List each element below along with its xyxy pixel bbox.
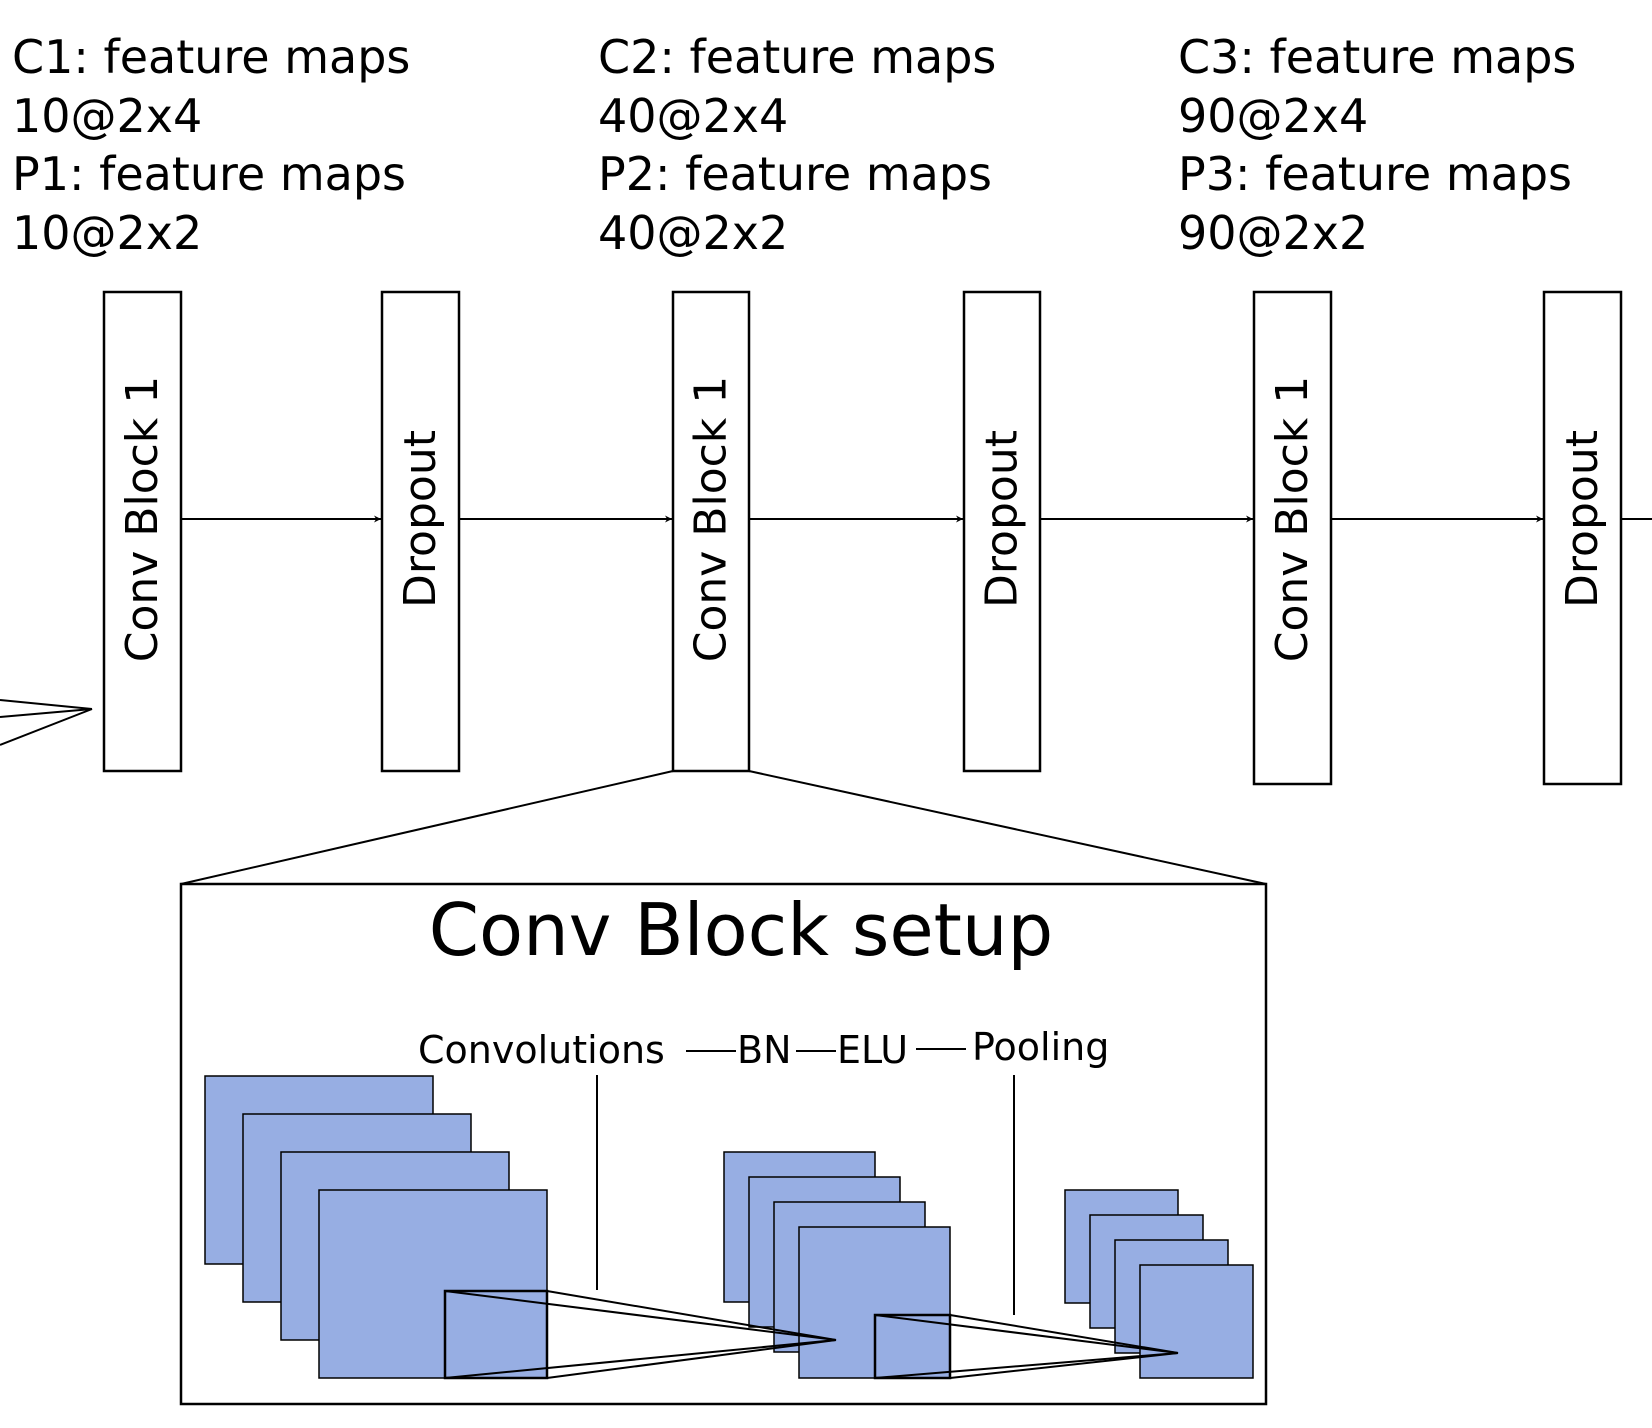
p1-value: 10@2x2 <box>12 206 202 260</box>
setup-title: Conv Block setup <box>429 888 1053 972</box>
block-4: Dropout <box>962 290 1042 773</box>
block-3-label: Conv Block 1 <box>686 376 737 663</box>
p3-value: 90@2x2 <box>1178 206 1368 260</box>
block-6: Dropout <box>1542 290 1623 786</box>
label-pooling: Pooling <box>972 1025 1109 1069</box>
c1-value: 10@2x4 <box>12 89 202 143</box>
block-5-label: Conv Block 1 <box>1267 376 1318 663</box>
c2-value: 40@2x4 <box>598 89 788 143</box>
c2-label: C2: feature maps <box>598 30 996 84</box>
conv-output-feature-maps <box>723 1151 951 1379</box>
block-1: Conv Block 1 <box>102 290 183 773</box>
conv-block-setup-panel: Conv Block setup Convolutions BN ELU Poo… <box>179 882 1268 1406</box>
c3-value: 90@2x4 <box>1178 89 1368 143</box>
label-convolutions: Convolutions <box>418 1028 665 1072</box>
p2-value: 40@2x2 <box>598 206 788 260</box>
stage-3-header: C3: feature maps 90@2x4 P3: feature maps… <box>1178 30 1576 260</box>
c1-label: C1: feature maps <box>12 30 410 84</box>
p2-label: P2: feature maps <box>598 147 992 201</box>
block-6-label: Dropout <box>1557 430 1608 608</box>
convolution-kernel-cone <box>443 1289 837 1380</box>
label-bn: BN <box>737 1028 792 1072</box>
stage-1-header: C1: feature maps 10@2x4 P1: feature maps… <box>12 30 410 260</box>
zoom-lines <box>180 770 1267 885</box>
p3-label: P3: feature maps <box>1178 147 1572 201</box>
block-1-label: Conv Block 1 <box>117 376 168 663</box>
block-3: Conv Block 1 <box>671 290 751 773</box>
label-elu: ELU <box>837 1028 908 1072</box>
pooled-feature-maps <box>1064 1189 1254 1379</box>
block-2: Dropout <box>380 290 461 773</box>
block-5: Conv Block 1 <box>1252 290 1333 786</box>
block-4-label: Dropout <box>977 430 1028 608</box>
stage-2-header: C2: feature maps 40@2x4 P2: feature maps… <box>598 30 996 260</box>
pooling-window-cone <box>873 1313 1179 1380</box>
input-cone <box>0 699 93 746</box>
c3-label: C3: feature maps <box>1178 30 1576 84</box>
p1-label: P1: feature maps <box>12 147 406 201</box>
input-feature-maps <box>204 1075 548 1379</box>
block-2-label: Dropout <box>395 430 446 608</box>
